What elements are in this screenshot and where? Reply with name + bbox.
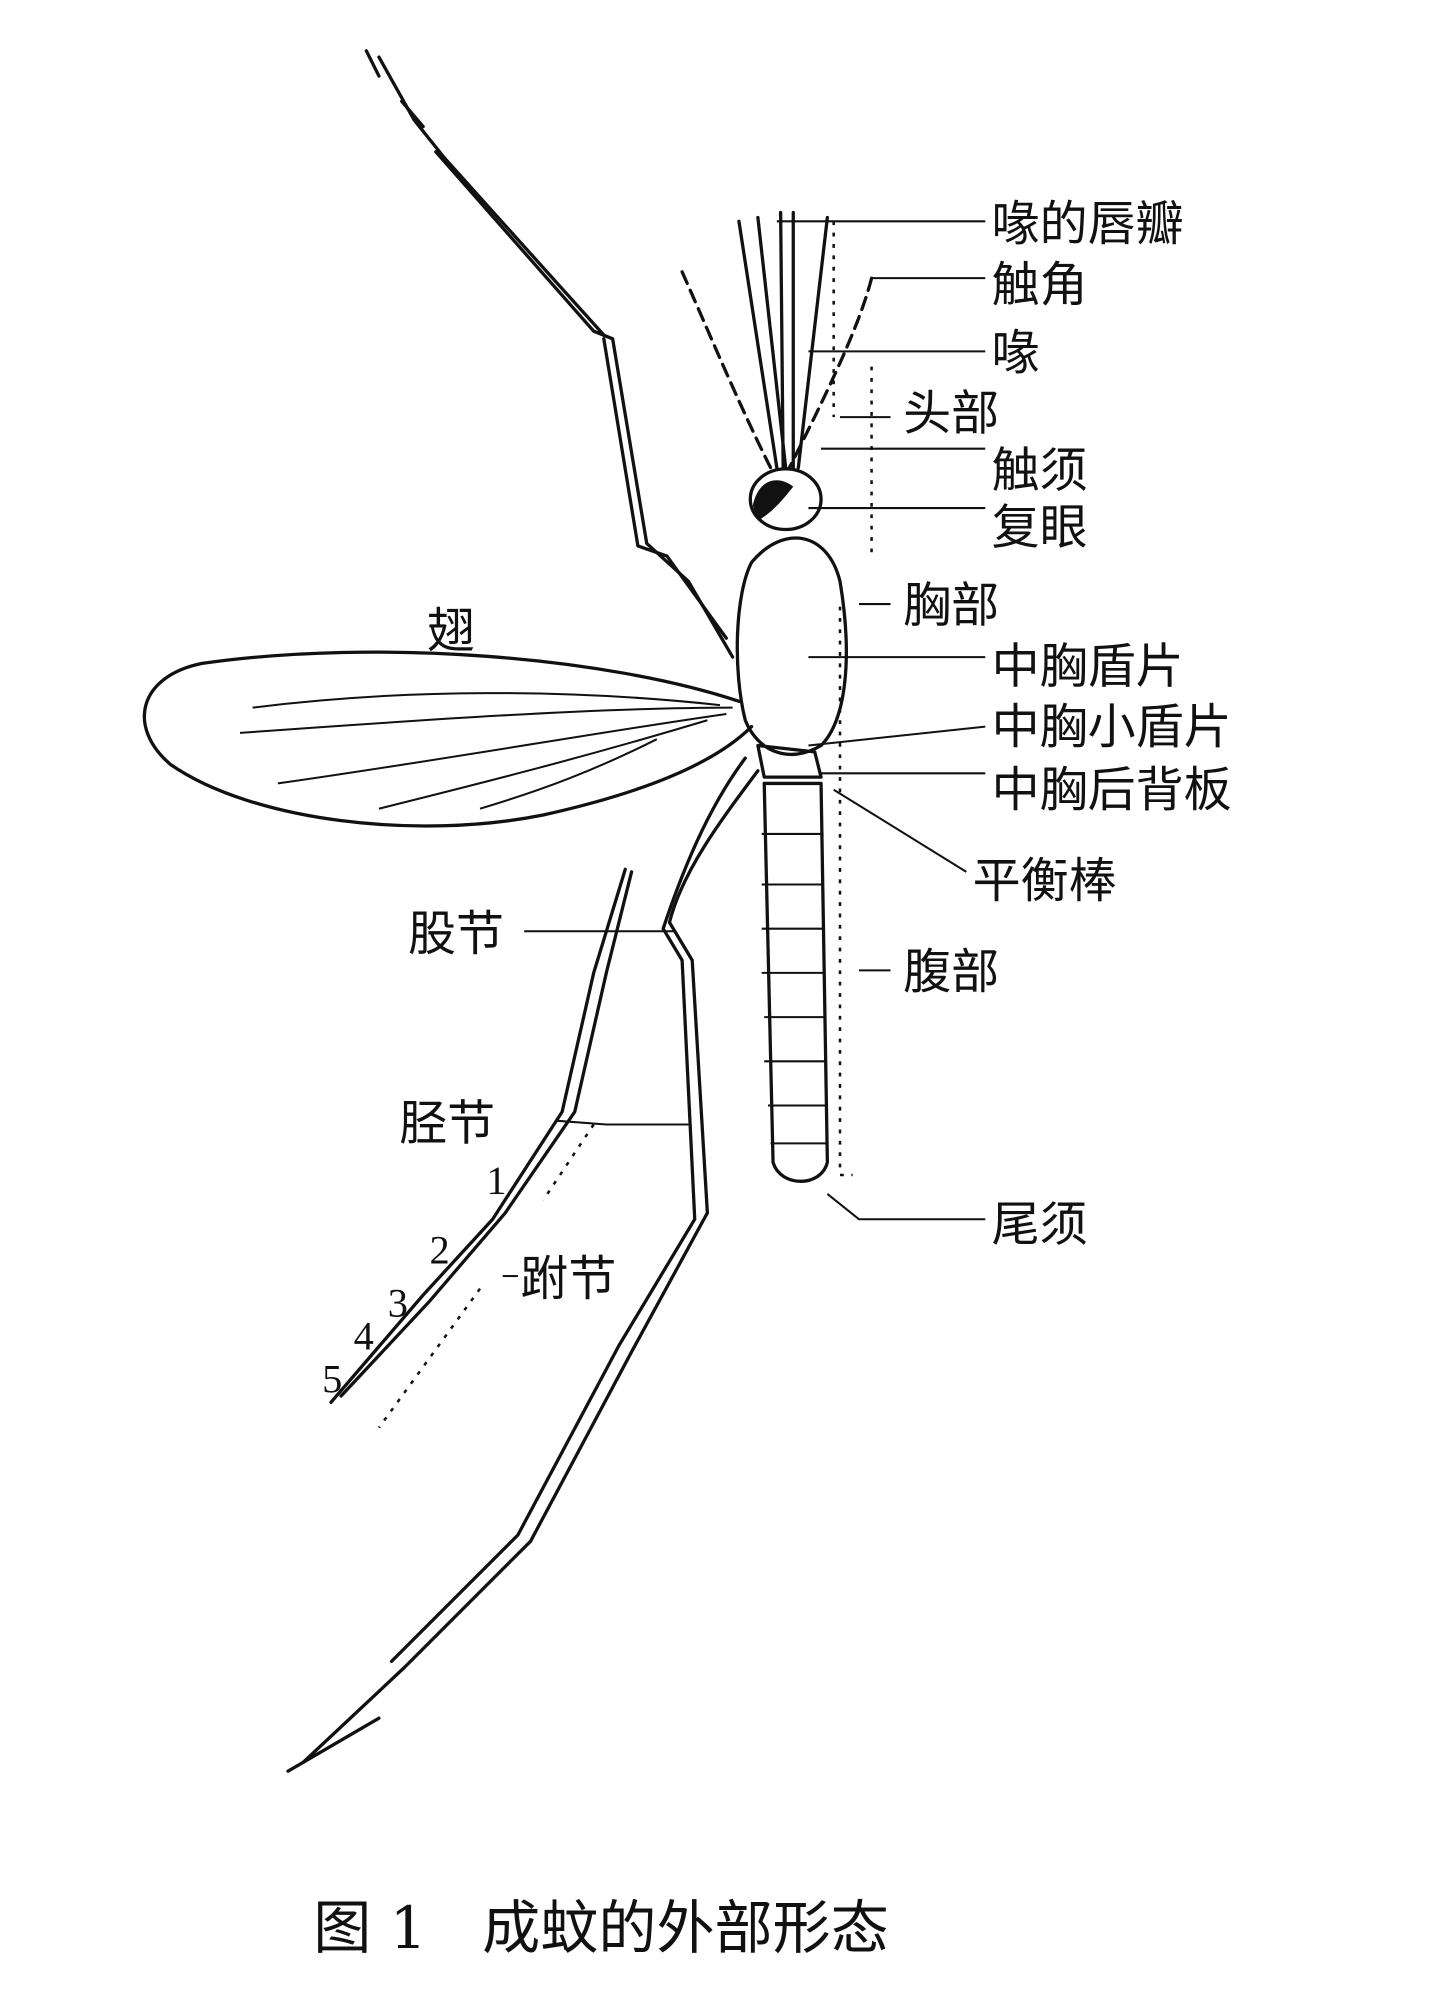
label-tibia: 胫节 [399, 1096, 495, 1152]
tarsal-segment-1: 1 [486, 1158, 506, 1203]
label-scutum: 中胸盾片 [992, 638, 1184, 694]
label-labella: 喙的唇瓣 [992, 196, 1184, 252]
tarsal-segment-4: 4 [354, 1313, 374, 1358]
tarsal-segment-2: 2 [429, 1227, 449, 1272]
wing [142, 650, 754, 828]
hind-legs [286, 756, 760, 1773]
head-appendages [680, 210, 874, 470]
label-palp: 触须 [992, 443, 1088, 499]
label-thorax: 胸部 [903, 578, 999, 634]
label-tarsus: 跗节 [520, 1251, 616, 1307]
label-wing: 翅 [427, 603, 475, 659]
label-halter: 平衡棒 [973, 853, 1117, 909]
head [748, 467, 823, 532]
label-postnotum: 中胸后背板 [992, 762, 1232, 818]
front-leg [364, 49, 735, 659]
label-cercus: 尾须 [992, 1197, 1088, 1253]
figure-caption: 图 1 成蚊的外部形态 [313, 1894, 889, 1962]
tarsal-segment-5: 5 [322, 1356, 342, 1401]
label-scutellum: 中胸小盾片 [992, 699, 1232, 755]
abdomen [761, 781, 830, 1183]
label-antenna: 触角 [992, 257, 1088, 313]
leader-lines [524, 220, 986, 1221]
thorax [735, 536, 848, 779]
label-compound-eye: 复眼 [992, 499, 1088, 555]
label-proboscis: 喙 [992, 325, 1040, 381]
label-femur: 股节 [408, 906, 504, 962]
label-head: 头部 [903, 386, 999, 442]
tarsal-segment-3: 3 [388, 1280, 408, 1325]
label-abdomen: 腹部 [903, 944, 999, 1000]
